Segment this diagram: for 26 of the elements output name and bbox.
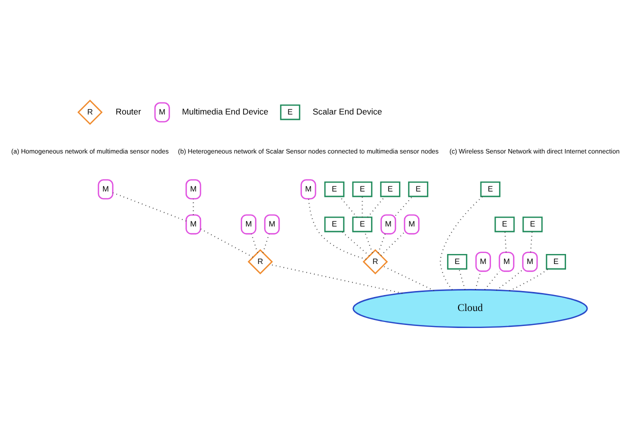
connector <box>262 234 270 253</box>
connector <box>496 269 524 291</box>
connector <box>269 264 402 294</box>
connector <box>380 232 405 256</box>
connector <box>200 228 254 258</box>
connector <box>341 231 370 256</box>
connector <box>364 232 373 254</box>
node-label: Multimedia End Device <box>182 106 268 117</box>
connector <box>440 196 483 290</box>
connector <box>382 266 434 292</box>
connector <box>530 232 533 252</box>
connector <box>378 234 386 254</box>
node-label: Scalar End Device <box>312 106 382 117</box>
connector <box>484 270 500 290</box>
node-ellipse: Cloud <box>352 289 588 328</box>
connector <box>458 268 466 290</box>
node-label: Router <box>116 106 142 117</box>
connector <box>112 192 186 222</box>
connector <box>474 271 482 290</box>
connector <box>509 268 548 292</box>
connector <box>395 196 413 216</box>
connector <box>250 234 258 253</box>
connector <box>367 196 386 218</box>
connector <box>340 196 358 218</box>
connector <box>308 198 366 260</box>
connector <box>504 232 507 252</box>
